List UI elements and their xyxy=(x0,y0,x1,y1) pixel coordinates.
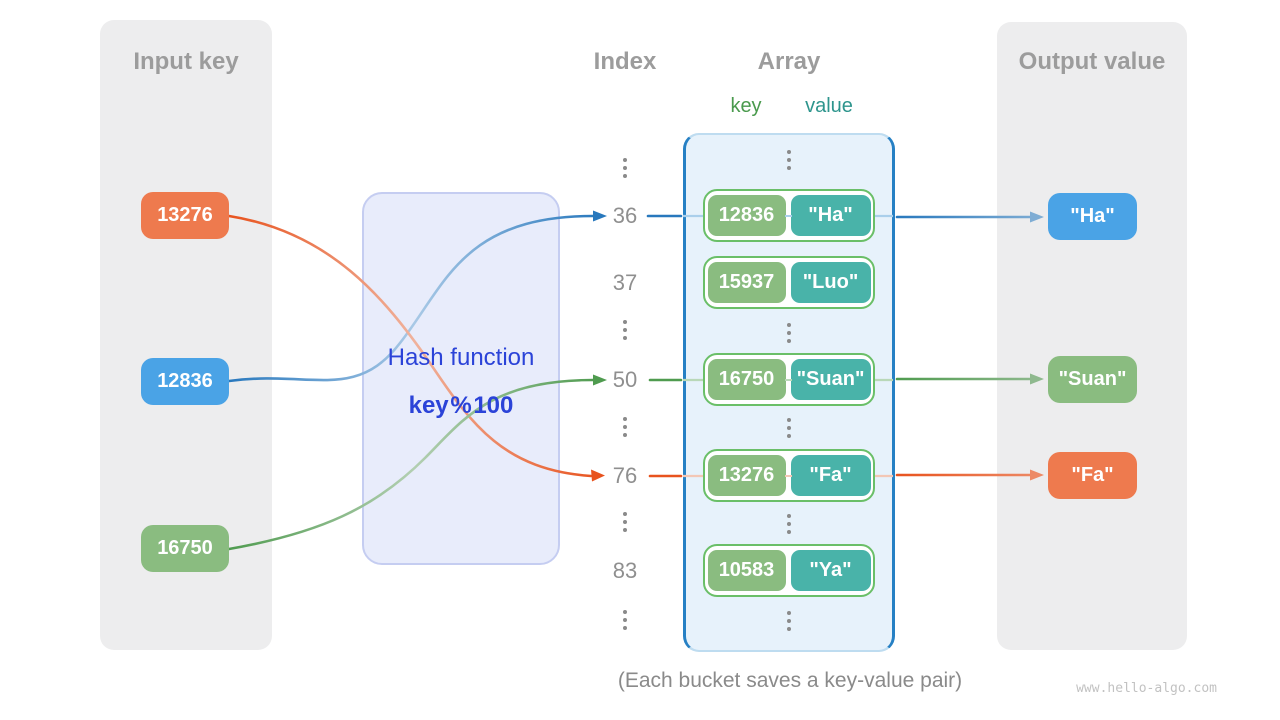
arrowhead-green-output xyxy=(1030,373,1044,385)
hash-function-formula: key % 100 xyxy=(408,392,514,419)
bucket-index-37: 15937 "Luo" xyxy=(703,256,875,309)
bucket-key: 12836 xyxy=(707,195,786,236)
output-value-panel xyxy=(997,22,1187,650)
watermark-url: www.hello-algo.com xyxy=(1076,681,1217,696)
bucket-value: "Luo" xyxy=(790,262,871,303)
arrowhead-orange-index-76 xyxy=(591,469,605,482)
output-panel-title: Output value xyxy=(1018,48,1166,75)
bucket-index-83: 10583 "Ya" xyxy=(703,544,875,597)
hash-function-title: Hash function xyxy=(387,344,535,371)
ellipsis-icon xyxy=(787,514,791,538)
bucket-index-36: 12836 "Ha" xyxy=(703,189,875,242)
input-panel-title: Input key xyxy=(133,48,239,75)
ellipsis-icon xyxy=(787,611,791,635)
bucket-key: 16750 xyxy=(707,359,786,400)
hash-function-box xyxy=(362,192,560,565)
ellipsis-icon xyxy=(623,417,627,441)
curve-blue-12836-to-36 xyxy=(227,214,595,383)
output-value-suan: "Suan" xyxy=(1048,356,1137,403)
ellipsis-icon xyxy=(787,418,791,442)
ellipsis-icon xyxy=(787,323,791,347)
ellipsis-icon xyxy=(623,512,627,536)
input-key-13276: 13276 xyxy=(141,192,229,239)
index-76: 76 xyxy=(612,463,638,488)
index-50: 50 xyxy=(612,367,638,392)
bucket-key: 15937 xyxy=(707,262,786,303)
ellipsis-icon xyxy=(623,610,627,634)
row-line-fragment xyxy=(785,475,792,477)
output-value-ha: "Ha" xyxy=(1048,193,1137,240)
bucket-index-76: 13276 "Fa" xyxy=(703,449,875,502)
index-83: 83 xyxy=(612,558,638,583)
diagram-caption: (Each bucket saves a key-value pair) xyxy=(617,669,963,692)
array-value-label: value xyxy=(805,95,853,117)
bucket-value: "Ha" xyxy=(790,195,871,236)
curve-orange-13276-to-76 xyxy=(227,214,593,478)
curve-green-16750-to-50 xyxy=(227,378,595,551)
bucket-key: 10583 xyxy=(707,550,786,591)
bucket-value: "Suan" xyxy=(790,359,871,400)
ellipsis-icon xyxy=(623,158,627,182)
ellipsis-icon xyxy=(623,320,627,344)
input-key-16750: 16750 xyxy=(141,525,229,572)
index-column-header: Index xyxy=(593,48,657,75)
row-line-fragment xyxy=(785,379,792,381)
bucket-value: "Ya" xyxy=(790,550,871,591)
ellipsis-icon xyxy=(787,150,791,174)
index-36: 36 xyxy=(612,203,638,228)
arrowhead-blue-output xyxy=(1030,211,1044,223)
arrowhead-green-index-50 xyxy=(593,374,607,386)
arrowhead-blue-index-36 xyxy=(593,210,607,222)
bucket-value: "Fa" xyxy=(790,455,871,496)
array-key-label: key xyxy=(730,95,762,117)
index-37: 37 xyxy=(612,270,638,295)
bucket-key: 13276 xyxy=(707,455,786,496)
input-key-12836: 12836 xyxy=(141,358,229,405)
arrowhead-orange-output xyxy=(1030,469,1044,481)
row-line-fragment xyxy=(785,215,792,217)
array-column-header: Array xyxy=(757,48,821,75)
output-value-fa: "Fa" xyxy=(1048,452,1137,499)
